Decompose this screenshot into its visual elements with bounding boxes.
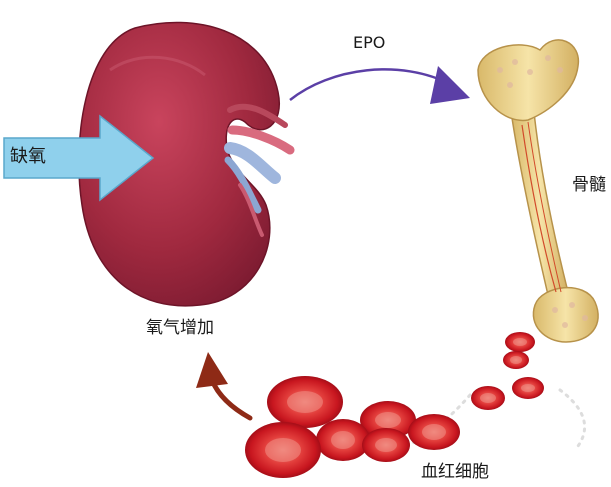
red-blood-cells [245,332,544,478]
red-blood-cell [362,428,410,462]
red-blood-cell [316,419,370,461]
oxygen-increase-label: 氧气增加 [146,318,214,338]
bone-marrow-label: 骨髓 [572,175,606,195]
oxygen-arrow [196,352,250,418]
red-blood-cell [267,376,343,428]
red-blood-cell [245,422,321,478]
red-blood-cell [408,414,460,450]
epo-label: EPO [353,33,385,53]
hypoxia-label: 缺氧 [10,147,46,167]
red-blood-cells-label: 血红细胞 [421,462,489,482]
red-blood-cell [471,386,505,410]
red-blood-cell [505,332,535,352]
red-blood-cell [503,351,529,369]
red-blood-cell [512,377,544,399]
epo-arrow [290,66,470,104]
